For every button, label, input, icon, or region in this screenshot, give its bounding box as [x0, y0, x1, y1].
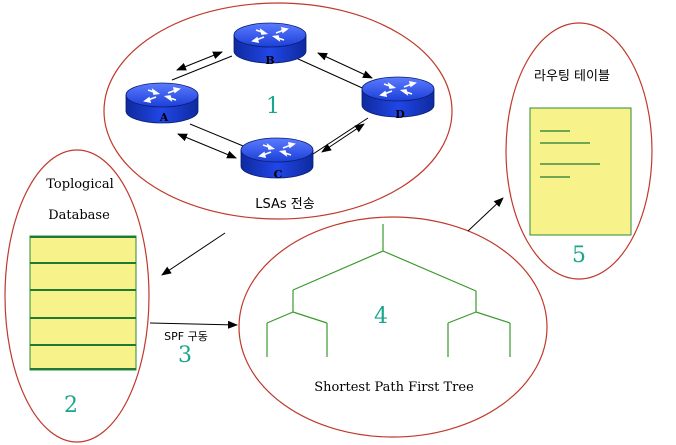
database-title-line1: Toplogical — [46, 177, 113, 192]
lsa-step-number: 1 — [266, 94, 280, 119]
tree-caption: Shortest Path First Tree — [314, 380, 474, 395]
database-table — [29, 235, 137, 371]
routing-ellipse — [505, 22, 653, 280]
database-title-line2: Database — [48, 208, 110, 223]
spf-label: SPF 구동 — [164, 330, 208, 343]
router-a: A — [125, 82, 199, 124]
router-c: C — [240, 137, 314, 181]
router-a-label: A — [159, 111, 169, 124]
tree-ellipse — [238, 216, 548, 438]
spf-tree — [266, 224, 511, 357]
lsa-ellipse — [103, 2, 453, 220]
router-d-label: D — [395, 108, 405, 121]
router-b: B — [233, 22, 307, 67]
router-b-label: B — [265, 54, 274, 67]
lsa-caption: LSAs 전송 — [255, 197, 314, 212]
arrow-tree-to-routing — [467, 197, 504, 232]
router-d: D — [361, 76, 435, 121]
database-step-number: 2 — [64, 393, 78, 418]
spf-step-number: 3 — [178, 343, 192, 368]
router-c-label: C — [274, 168, 283, 181]
arrow-spf — [149, 320, 238, 329]
database-ellipse — [4, 149, 150, 443]
routing-step-number: 5 — [572, 243, 586, 268]
routing-table — [529, 107, 632, 236]
arrow-lsa-to-database — [161, 232, 226, 276]
tree-step-number: 4 — [374, 304, 388, 329]
routing-title: 라우팅 테이블 — [534, 69, 610, 84]
